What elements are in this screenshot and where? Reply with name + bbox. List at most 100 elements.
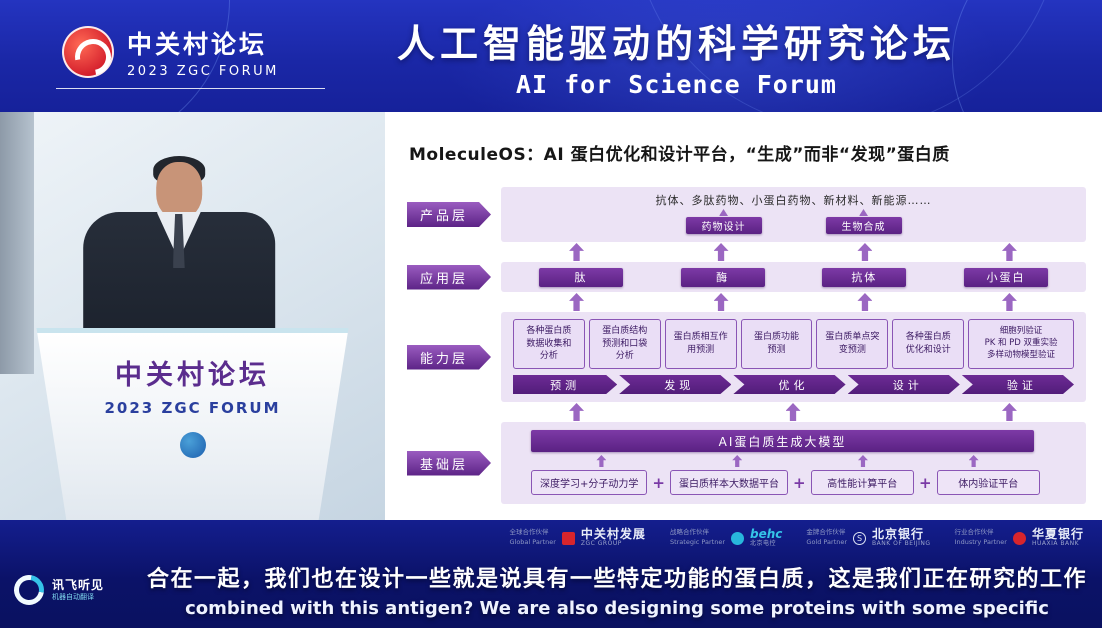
up-arrow-icon — [1001, 293, 1017, 311]
application-layer-band: 肽 酶 抗体 小蛋白 — [501, 262, 1086, 292]
speaker-video: 中关村论坛 2023 ZGC FORUM — [0, 112, 385, 520]
step-predict: 预测 — [513, 375, 617, 394]
step-discover: 发现 — [619, 375, 731, 394]
platform-box-deep-learning: 深度学习+分子动力学 — [531, 470, 648, 495]
app-box-peptide: 肽 — [539, 267, 623, 287]
arrow-strip — [501, 292, 1086, 312]
layer-label-product: 产品层 — [407, 202, 491, 227]
sponsor-behc: 战略合作伙伴 Strategic Partner behc 北京电控 — [670, 526, 783, 549]
capability-box: 蛋白质结构 预测和口袋 分析 — [588, 319, 661, 369]
speaker-head — [155, 162, 202, 218]
sponsor-name: 华夏银行 — [1031, 526, 1084, 541]
layer-label-capability: 能力层 — [407, 345, 491, 370]
up-arrow-icon — [569, 293, 585, 311]
podium-title: 中关村论坛 — [115, 360, 270, 391]
product-layer-band: 抗体、多肽药物、小蛋白药物、新材料、新能源…… 药物设计 生物合成 — [501, 187, 1086, 242]
presentation-slide: MoleculeOS：AI 蛋白优化和设计平台，“生成”而非“发现”蛋白质 产品… — [385, 112, 1102, 520]
up-arrow-icon — [732, 455, 743, 467]
capability-box: 蛋白质单点突 变预测 — [816, 319, 889, 369]
stage-background — [0, 112, 34, 374]
podium-subtitle: 2023 ZGC FORUM — [104, 399, 281, 417]
product-boxes: 药物设计 生物合成 — [511, 217, 1076, 234]
layer-label-foundation: 基础层 — [407, 451, 491, 476]
arrow-strip — [501, 402, 1086, 422]
up-arrow-icon — [857, 293, 873, 311]
sponsor-name: 北京银行 — [872, 526, 925, 541]
arrow-strip — [531, 455, 1034, 468]
live-subtitles: 合在一起，我们也在设计一些就是说具有一些特定功能的蛋白质，这是我们正在研究的工作… — [146, 561, 1088, 619]
platform-box-invivo-validation: 体内验证平台 — [936, 470, 1040, 495]
sponsor-subname: HUAXIA BANK — [1031, 540, 1080, 548]
up-arrow-icon — [785, 403, 801, 421]
up-arrow-icon — [1001, 403, 1017, 421]
up-arrow-icon — [968, 455, 979, 467]
slide-title: MoleculeOS：AI 蛋白优化和设计平台，“生成”而非“发现”蛋白质 — [409, 145, 950, 165]
product-box-drug-design: 药物设计 — [685, 217, 762, 234]
up-arrow-icon — [713, 293, 729, 311]
platform-box-protein-bigdata: 蛋白质样本大数据平台 — [669, 470, 788, 495]
tier-cn: 战略合作伙伴 — [669, 528, 709, 537]
plus-sign: + — [652, 473, 665, 492]
sponsor-tier: 全球合作伙伴 Global Partner — [509, 528, 555, 548]
event-title: 人工智能驱动的科学研究论坛 — [396, 22, 956, 66]
sponsor-bar: 全球合作伙伴 Global Partner 中关村发展 ZGC GROUP 战略… — [0, 520, 1102, 556]
architecture-diagram: 产品层 抗体、多肽药物、小蛋白药物、新材料、新能源…… 药物设计 生物合成 应用… — [407, 187, 1086, 504]
logo-subtitle: 2023 ZGC FORUM — [127, 64, 279, 79]
foundation-layer-band: AI蛋白质生成大模型 深度学习+分子动力学 + 蛋白质样本大数据平台 + 高性能… — [501, 422, 1086, 504]
arrow-strip — [501, 242, 1086, 262]
zgc-forum-logo-text: 中关村论坛 2023 ZGC FORUM — [127, 25, 279, 79]
tier-en: Strategic Partner — [669, 538, 726, 546]
behc-logo-icon — [731, 531, 745, 545]
up-arrow-icon — [713, 243, 729, 261]
sponsor-tier: 战略合作伙伴 Strategic Partner — [670, 528, 725, 548]
capability-box: 蛋白质相互作 用预测 — [664, 319, 737, 369]
up-arrow-icon — [569, 243, 585, 261]
decor-ring — [952, 0, 1102, 112]
product-caption: 抗体、多肽药物、小蛋白药物、新材料、新能源…… — [655, 194, 932, 207]
event-subtitle: AI for Science Forum — [515, 70, 837, 99]
product-box-biosynthesis: 生物合成 — [825, 217, 902, 234]
podium-logo-icon — [179, 432, 206, 458]
podium: 中关村论坛 2023 ZGC FORUM — [36, 328, 349, 520]
model-bar: AI蛋白质生成大模型 — [531, 430, 1034, 452]
bottom-section: 全球合作伙伴 Global Partner 中关村发展 ZGC GROUP 战略… — [0, 520, 1102, 628]
zgc-group-logo-icon — [561, 531, 575, 545]
caption-bar: 讯飞听见 机器自动翻译 合在一起，我们也在设计一些就是说具有一些特定功能的蛋白质… — [0, 556, 1102, 628]
plus-sign: + — [792, 473, 806, 492]
step-optimize: 优化 — [733, 375, 845, 394]
capability-box: 各种蛋白质 优化和设计 — [892, 319, 965, 369]
tier-cn: 全球合作伙伴 — [509, 528, 549, 537]
sponsor-subname: 北京电控 — [750, 540, 777, 548]
iflytek-listen-icon — [8, 569, 50, 611]
tier-cn: 行业合作伙伴 — [954, 528, 994, 537]
sponsor-name: 中关村发展 — [580, 526, 646, 541]
capability-box: 蛋白质功能 预测 — [740, 319, 813, 369]
layer-label-application: 应用层 — [407, 265, 491, 290]
sponsor-bank-of-beijing: 金牌合作伙伴 Gold Partner S 北京银行 BANK OF BEIJI… — [806, 526, 931, 549]
sponsor-name: behc — [750, 526, 783, 541]
sponsor-subname: ZGC GROUP — [580, 540, 622, 548]
sponsor-subname: BANK OF BEIJING — [872, 540, 931, 548]
pipeline-steps: 预测 发现 优化 设计 验证 — [513, 375, 1074, 394]
iflytek-logo-title: 讯飞听见 — [52, 577, 105, 592]
tier-en: Global Partner — [509, 538, 556, 546]
tier-en: Gold Partner — [806, 538, 848, 546]
platform-box-hpc: 高性能计算平台 — [810, 470, 914, 495]
capability-box: 各种蛋白质 数据收集和 分析 — [513, 319, 585, 369]
iflytek-logo-subtitle: 机器自动翻译 — [52, 593, 94, 602]
bank-of-beijing-logo-icon: S — [853, 531, 867, 545]
zgc-forum-logo-icon — [62, 26, 114, 78]
tier-en: Industry Partner — [954, 538, 1007, 546]
sponsor-tier: 金牌合作伙伴 Gold Partner — [806, 528, 847, 548]
event-header: 中关村论坛 2023 ZGC FORUM 人工智能驱动的科学研究论坛 AI fo… — [0, 0, 1102, 112]
subtitle-chinese: 合在一起，我们也在设计一些就是说具有一些特定功能的蛋白质，这是我们正在研究的工作 — [146, 567, 1087, 592]
capability-layer-band: 各种蛋白质 数据收集和 分析 蛋白质结构 预测和口袋 分析 蛋白质相互作 用预测… — [501, 312, 1086, 402]
sponsor-tier: 行业合作伙伴 Industry Partner — [955, 528, 1007, 548]
up-arrow-icon — [596, 455, 607, 467]
sponsor-zgc-group: 全球合作伙伴 Global Partner 中关村发展 ZGC GROUP — [509, 526, 646, 549]
iflytek-listen-logo: 讯飞听见 机器自动翻译 — [8, 569, 136, 611]
app-box-antibody: 抗体 — [822, 267, 907, 287]
zgc-forum-logo: 中关村论坛 2023 ZGC FORUM — [56, 25, 325, 89]
subtitle-english: combined with this antigen? We are also … — [185, 598, 1049, 619]
